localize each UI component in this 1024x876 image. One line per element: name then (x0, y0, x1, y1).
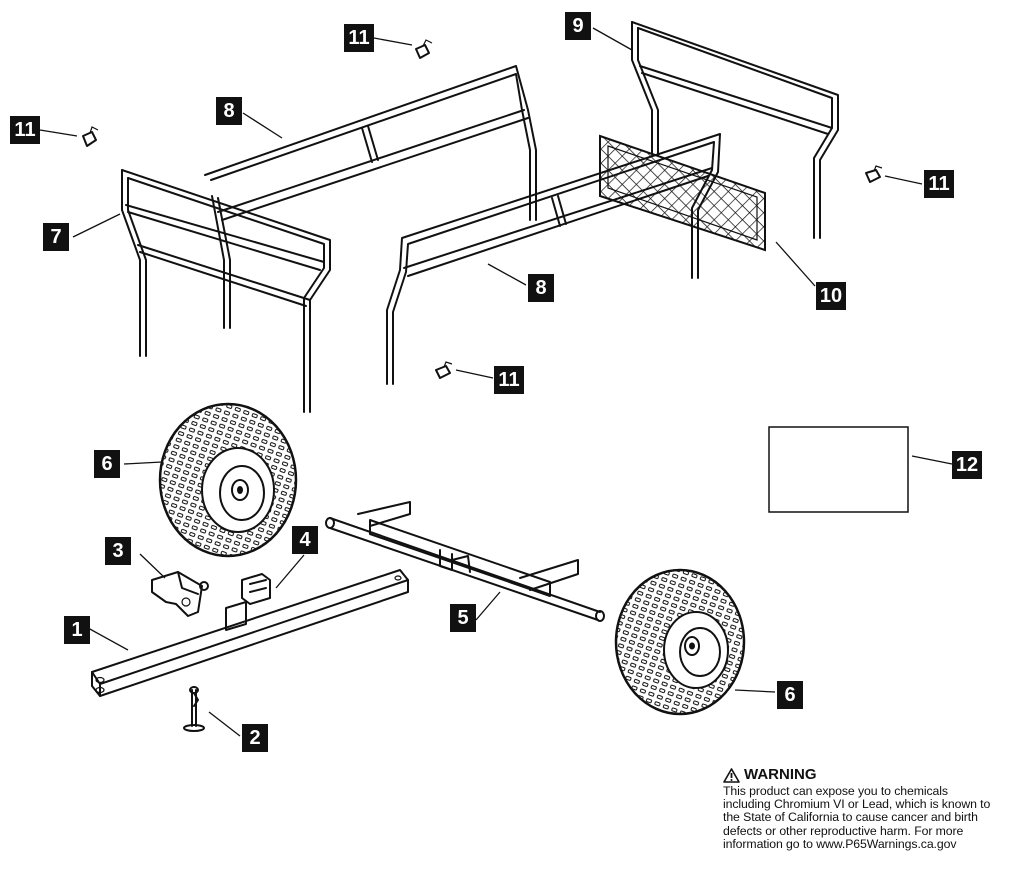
prop65-warning: WARNING This product can expose you to c… (723, 766, 1023, 851)
callout-1: 1 (64, 616, 90, 644)
callout-6-left: 6 (94, 450, 120, 478)
warning-line: defects or other reproductive harm. For … (723, 823, 964, 838)
callout-11-left: 11 (10, 116, 40, 144)
axle-part-5 (325, 501, 605, 622)
callout-10: 10 (816, 282, 846, 310)
callout-2: 2 (242, 724, 268, 752)
hitch-pin-part-2 (183, 686, 205, 732)
front-rail-part-7 (121, 169, 331, 413)
warning-triangle-icon (723, 767, 740, 783)
warning-title: WARNING (744, 766, 817, 783)
warning-line: This product can expose you to chemicals (723, 784, 948, 798)
warning-line: information go to www.P65Warnings.ca.gov (723, 836, 957, 851)
callout-11-mid: 11 (494, 366, 524, 394)
callout-4: 4 (292, 526, 318, 554)
clip-part-11-b (415, 39, 433, 59)
rear-rail-part-9 (631, 21, 839, 239)
decal-part-12 (768, 426, 909, 513)
leader-lines (39, 27, 953, 737)
callout-9: 9 (565, 12, 591, 40)
clip-part-11-a (82, 126, 99, 147)
callout-3: 3 (105, 537, 131, 565)
callout-11-top: 11 (344, 24, 374, 52)
clamp-plate-part-4 (241, 573, 271, 605)
callout-8-upper: 8 (216, 97, 242, 125)
callout-7: 7 (43, 223, 69, 251)
callout-8-lower: 8 (528, 274, 554, 302)
callout-12: 12 (952, 451, 982, 479)
clip-part-11-c (865, 165, 883, 183)
wheel-part-6-left (158, 402, 298, 558)
wheel-part-6-right (614, 568, 746, 716)
callout-5: 5 (450, 604, 476, 632)
side-rail-part-8-upper (204, 65, 537, 221)
clip-part-11-d (435, 361, 453, 379)
hitch-bracket-part-3 (151, 571, 209, 617)
callout-6-right: 6 (777, 681, 803, 709)
side-rail-part-8-lower (386, 133, 721, 385)
warning-text: This product can expose you to chemicals… (723, 784, 1023, 851)
callout-11-right: 11 (924, 170, 954, 198)
warning-heading: WARNING (723, 766, 1023, 784)
warning-line: including Chromium VI or Lead, which is … (723, 797, 991, 812)
warning-line: the State of California to cause cancer … (723, 810, 978, 825)
drawbar-part-1 (91, 569, 409, 697)
